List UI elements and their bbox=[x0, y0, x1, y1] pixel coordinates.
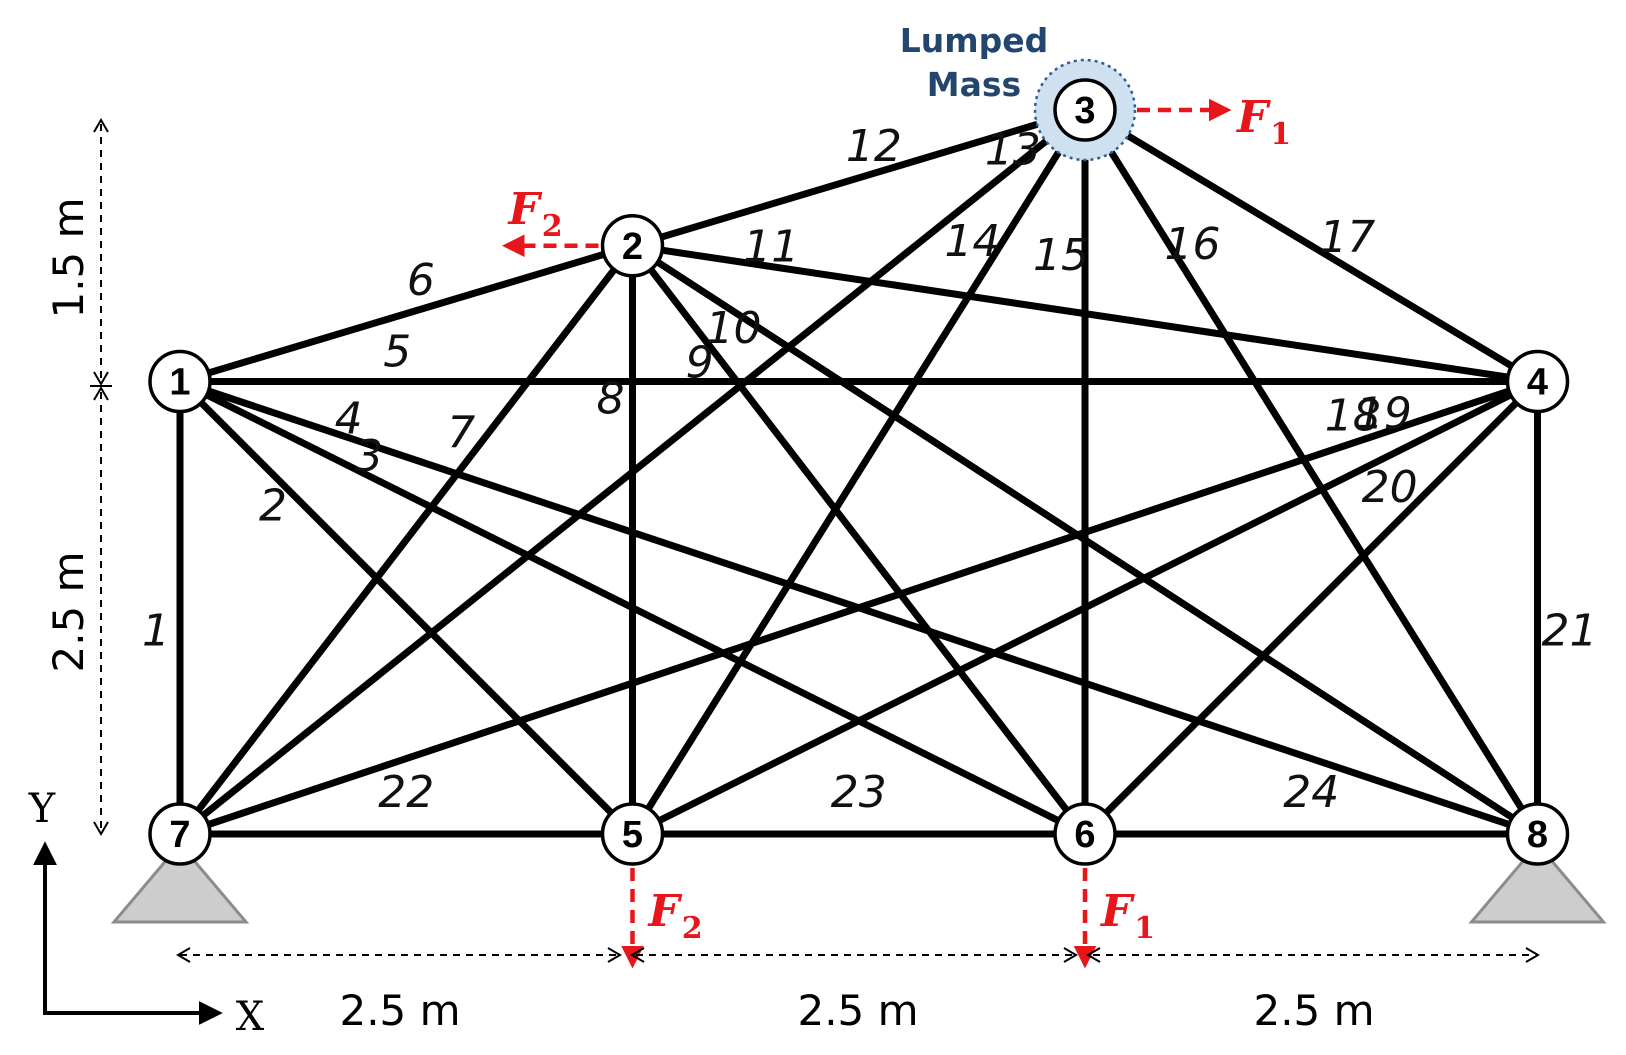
force-label-node-2: F2 bbox=[507, 184, 563, 244]
node-8 bbox=[1505, 802, 1570, 866]
node-label-6: 6 bbox=[1074, 814, 1095, 856]
member-label-14: 14 bbox=[944, 216, 1000, 267]
node-1 bbox=[148, 349, 212, 414]
member-label-1: 1 bbox=[142, 605, 170, 656]
supports-layer bbox=[110, 841, 1607, 924]
member-label-8: 8 bbox=[597, 374, 625, 425]
lumped-mass-label-line-1: Lumped bbox=[900, 21, 1049, 60]
node-2 bbox=[600, 214, 665, 278]
member-label-17: 17 bbox=[1319, 212, 1375, 263]
node-label-5: 5 bbox=[622, 814, 643, 856]
member-label-18: 18 bbox=[1325, 391, 1381, 442]
member-label-21: 21 bbox=[1542, 605, 1598, 656]
member-label-10: 10 bbox=[705, 303, 761, 354]
member-label-4: 4 bbox=[335, 394, 363, 445]
member-label-13: 13 bbox=[985, 125, 1041, 176]
force-subscript: 1 bbox=[1134, 911, 1155, 946]
member-label-11: 11 bbox=[743, 221, 799, 272]
member-label-2: 2 bbox=[259, 481, 287, 532]
member-label-24: 24 bbox=[1283, 767, 1339, 818]
member-label-3: 3 bbox=[355, 431, 383, 482]
node-label-8: 8 bbox=[1527, 814, 1548, 856]
member-label-6: 6 bbox=[407, 255, 435, 306]
force-label-node-6: F1 bbox=[1099, 886, 1155, 946]
pin-support-node-7 bbox=[110, 841, 250, 924]
force-subscript: 2 bbox=[542, 209, 563, 244]
force-symbol: F bbox=[1099, 886, 1135, 937]
force-symbol: F bbox=[1235, 92, 1271, 143]
force-label-node-3: F1 bbox=[1235, 92, 1291, 152]
node-label-2: 2 bbox=[622, 226, 643, 268]
member-label-9: 9 bbox=[686, 338, 714, 389]
member-label-16: 16 bbox=[1164, 219, 1220, 270]
dimension-horizontal-1: 2.5 m bbox=[339, 986, 460, 1035]
member-label-5: 5 bbox=[383, 327, 411, 378]
member-label-19: 19 bbox=[1356, 389, 1412, 440]
force-subscript: 2 bbox=[682, 911, 703, 946]
members-layer bbox=[176, 106, 1541, 838]
lumped-mass-label-line-2: Mass bbox=[927, 65, 1021, 104]
member-label-22: 22 bbox=[378, 767, 434, 818]
member-17 bbox=[1081, 106, 1541, 385]
dimension-horizontal-2: 2.5 m bbox=[797, 986, 918, 1035]
member-7 bbox=[176, 242, 636, 838]
member-9 bbox=[629, 242, 1089, 838]
member-label-23: 23 bbox=[831, 767, 887, 818]
force-label-node-5: F2 bbox=[647, 886, 703, 946]
node-3 bbox=[1053, 78, 1117, 142]
member-19 bbox=[629, 378, 1541, 838]
node-label-1: 1 bbox=[169, 362, 190, 404]
node-label-3: 3 bbox=[1074, 90, 1095, 132]
pin-support-node-8 bbox=[1468, 841, 1607, 924]
node-7 bbox=[148, 802, 212, 866]
node-label-7: 7 bbox=[169, 814, 190, 856]
x-axis-label: X bbox=[236, 994, 265, 1040]
member-label-20: 20 bbox=[1362, 462, 1418, 513]
force-symbol: F bbox=[647, 886, 683, 937]
y-axis-label: Y bbox=[28, 786, 56, 832]
member-16 bbox=[1081, 106, 1541, 838]
dimension-horizontal-3: 2.5 m bbox=[1253, 986, 1374, 1035]
coordinate-axes: Y X bbox=[28, 786, 265, 1040]
member-6 bbox=[176, 242, 636, 385]
force-subscript: 1 bbox=[1270, 117, 1291, 152]
force-symbol: F bbox=[507, 184, 543, 235]
node-4 bbox=[1505, 349, 1570, 414]
member-14 bbox=[629, 106, 1089, 838]
member-13 bbox=[176, 106, 1089, 838]
vertical-dimension: 1.5 m 2.5 m bbox=[44, 118, 112, 836]
member-12 bbox=[629, 106, 1089, 250]
node-6 bbox=[1053, 802, 1117, 866]
member-20 bbox=[1081, 378, 1541, 838]
node-label-4: 4 bbox=[1527, 362, 1548, 404]
member-label-12: 12 bbox=[846, 121, 902, 172]
dimension-vertical-bottom: 2.5 m bbox=[44, 551, 93, 672]
node-5 bbox=[600, 802, 665, 866]
horizontal-dimension: 2.5 m 2.5 m 2.5 m bbox=[176, 947, 1540, 1035]
member-label-15: 15 bbox=[1033, 230, 1089, 281]
member-2 bbox=[176, 378, 636, 838]
member-label-7: 7 bbox=[447, 407, 475, 458]
member-18 bbox=[176, 378, 1541, 838]
dimension-vertical-top: 1.5 m bbox=[44, 197, 93, 318]
